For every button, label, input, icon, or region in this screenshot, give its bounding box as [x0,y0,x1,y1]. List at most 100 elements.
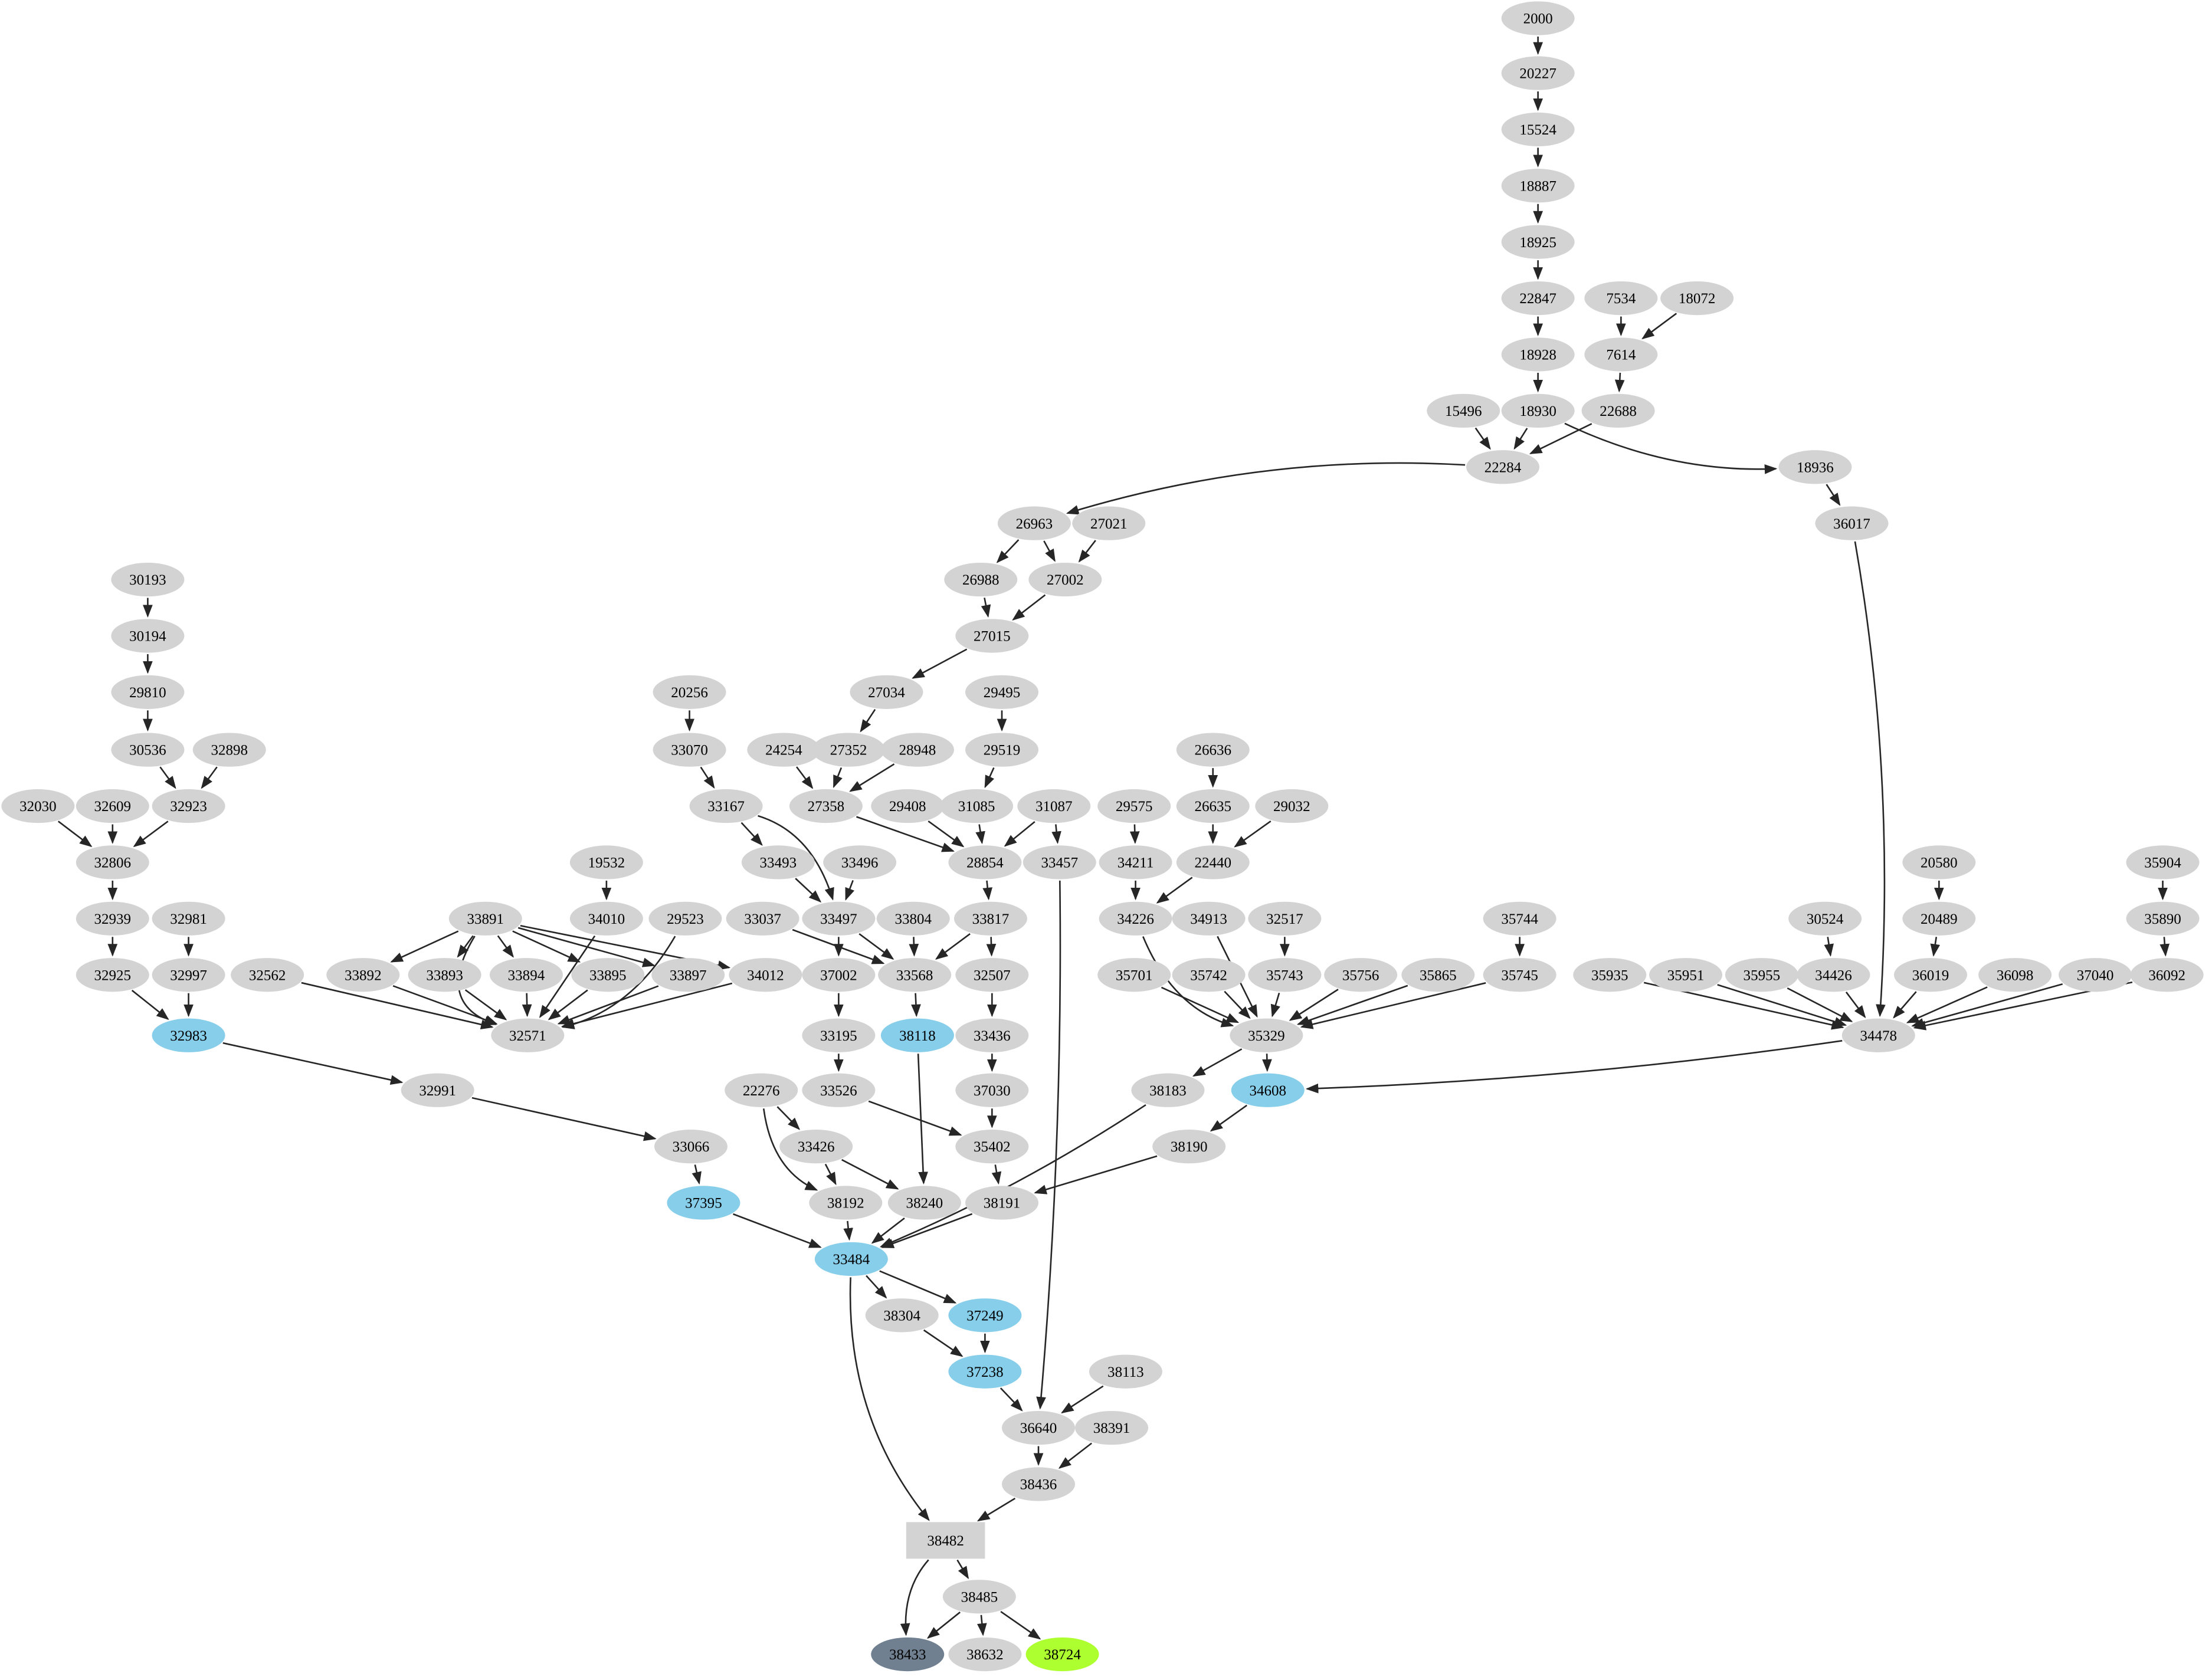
node-ellipse-shape [887,1186,961,1220]
node-ellipse-shape [667,1186,740,1220]
node-label: 38191 [984,1196,1021,1212]
graph-edge-33891-33895 [512,930,581,963]
node-ellipse-shape [1401,958,1475,992]
graph-node-29495: 29495 [965,675,1039,709]
node-ellipse-shape [1176,789,1250,823]
node-ellipse-shape [2130,958,2204,992]
graph-node-33893: 33893 [408,958,481,992]
node-label: 33895 [589,967,627,983]
node-ellipse-shape [942,1580,1016,1614]
graph-node-34478: 34478 [1841,1018,1915,1052]
graph-edge-33426-38240 [841,1159,899,1190]
node-ellipse-shape [955,1130,1029,1164]
graph-node-22688: 22688 [1581,393,1655,428]
graph-edge-33893-32571 [464,989,507,1020]
graph-node-30194: 30194 [111,619,185,653]
graph-node-38433: 38433 [871,1637,945,1672]
node-label: 34426 [1815,967,1852,983]
node-label: 28948 [899,743,936,759]
graph-edge-27352-27358 [833,767,843,789]
node-ellipse-shape [871,1637,945,1672]
graph-edge-27034-27352 [860,708,876,733]
graph-edge-33526-35402 [868,1100,962,1136]
node-label: 27358 [808,799,845,815]
node-label: 33436 [974,1028,1011,1044]
node-ellipse-shape [944,562,1018,597]
node-label: 35904 [2144,855,2181,871]
node-ellipse-shape [489,958,563,992]
graph-node-22440: 22440 [1176,845,1250,879]
node-ellipse-shape [1072,506,1146,540]
node-ellipse-shape [651,958,725,992]
node-label: 38724 [1044,1647,1081,1663]
graph-node-27034: 27034 [850,675,923,709]
node-ellipse-shape [1573,958,1647,992]
node-ellipse-shape [1248,958,1322,992]
node-ellipse-shape [729,958,802,992]
graph-edge-27358-28854 [856,816,955,852]
node-label: 35955 [1744,967,1781,983]
graph-node-36019: 36019 [1894,958,1968,992]
graph-node-33897: 33897 [651,958,725,992]
graph-node-38391: 38391 [1075,1411,1149,1445]
node-label: 37030 [974,1083,1011,1099]
node-ellipse-shape [812,733,886,767]
node-ellipse-shape [1501,337,1575,372]
node-label: 31087 [1035,799,1073,815]
graph-node-30193: 30193 [111,562,185,597]
node-ellipse-shape [965,1186,1039,1220]
graph-node-38113: 38113 [1089,1354,1162,1389]
graph-edge-32983-32991 [222,1042,404,1085]
graph-node-33804: 33804 [876,901,950,936]
graph-node-26963: 26963 [997,506,1071,540]
graph-edge-27021-27002 [1078,540,1096,563]
graph-edge-38482-38433 [900,1559,929,1636]
graph-node-33037: 33037 [726,901,799,936]
graph-edge-29408-28854 [928,820,965,848]
graph-edge-22276-38192 [762,1108,818,1191]
node-ellipse-shape [725,1073,798,1107]
node-ellipse-shape [1649,958,1723,992]
graph-edge-36098-34478 [1906,986,1988,1023]
node-label: 33484 [833,1252,870,1268]
node-ellipse-shape [1725,958,1798,992]
node-ellipse-shape [231,958,304,992]
node-label: 33070 [671,743,708,759]
node-label: 29032 [1273,799,1310,815]
graph-edge-38304-37238 [923,1329,964,1357]
graph-edge-38240-33484 [871,1217,905,1244]
node-ellipse-shape [802,1018,876,1052]
graph-edge-29519-31085 [984,767,995,789]
graph-node-32517: 32517 [1248,901,1322,936]
graph-node-34226: 34226 [1099,901,1172,936]
node-ellipse-shape [802,901,876,936]
graph-node-34010: 34010 [569,901,643,936]
node-label: 29575 [1116,799,1153,815]
node-ellipse-shape [1584,337,1658,372]
node-label: 33893 [426,967,463,983]
node-ellipse-shape [880,1018,954,1052]
graph-edge-37040-34478 [1911,983,2063,1028]
node-label: 27002 [1047,572,1084,588]
node-ellipse-shape [653,733,726,767]
node-ellipse-shape [876,901,950,936]
graph-edge-24254-27358 [796,766,814,789]
node-ellipse-shape [823,845,897,879]
node-ellipse-shape [1427,393,1500,428]
graph-edge-35402-38191 [991,1164,1002,1185]
graph-node-7614: 7614 [1584,337,1658,372]
graph-node-38183: 38183 [1131,1073,1205,1107]
graph-node-32923: 32923 [152,789,225,823]
graph-edge-33817-32507 [986,937,997,957]
graph-edge-38190-38191 [1034,1155,1158,1194]
node-label: 35745 [1501,967,1538,983]
node-ellipse-shape [111,675,185,709]
node-label: 27021 [1090,516,1128,532]
graph-node-18930: 18930 [1501,393,1575,428]
graph-node-18928: 18928 [1501,337,1575,372]
graph-node-20489: 20489 [1902,901,1976,936]
node-label: 29408 [889,799,926,815]
node-ellipse-shape [1501,112,1575,147]
graph-node-32507: 32507 [955,958,1029,992]
node-ellipse-shape [1501,1,1575,35]
